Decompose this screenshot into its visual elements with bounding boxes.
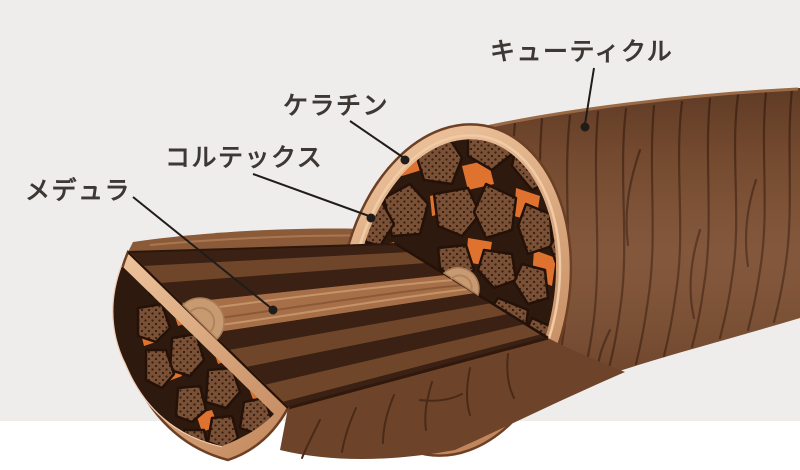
leader-line-cortex bbox=[252, 173, 370, 217]
medulla-cap-rear bbox=[442, 266, 480, 297]
leader-dot-medulla bbox=[268, 305, 278, 315]
shell-scale-lines bbox=[301, 353, 515, 459]
leader-dot-cuticle bbox=[580, 122, 590, 132]
cortex-stripes bbox=[128, 244, 548, 408]
shell-top-shadow bbox=[287, 336, 549, 410]
leader-dot-cortex bbox=[366, 213, 376, 223]
cut-plane-far-edge bbox=[127, 243, 397, 253]
leader-line-keratin bbox=[349, 120, 405, 159]
label-cuticle: キューティクル bbox=[490, 38, 673, 66]
bottom-shell-surface bbox=[280, 336, 625, 459]
medulla-streaks bbox=[188, 279, 470, 328]
cut-plane bbox=[127, 242, 549, 408]
leader-dots bbox=[268, 122, 590, 315]
label-keratin: ケラチン bbox=[283, 92, 389, 120]
medulla-cap-front bbox=[181, 297, 225, 341]
label-medulla: メデュラ bbox=[25, 176, 131, 205]
leader-line-medulla bbox=[132, 196, 272, 309]
leader-lines bbox=[132, 67, 595, 309]
label-cortex: コルテックス bbox=[165, 144, 323, 172]
leader-dot-keratin bbox=[400, 155, 410, 165]
medulla-stripe bbox=[181, 275, 475, 333]
shaft-top-highlight bbox=[486, 87, 799, 129]
leader-line-cuticle bbox=[584, 67, 595, 125]
